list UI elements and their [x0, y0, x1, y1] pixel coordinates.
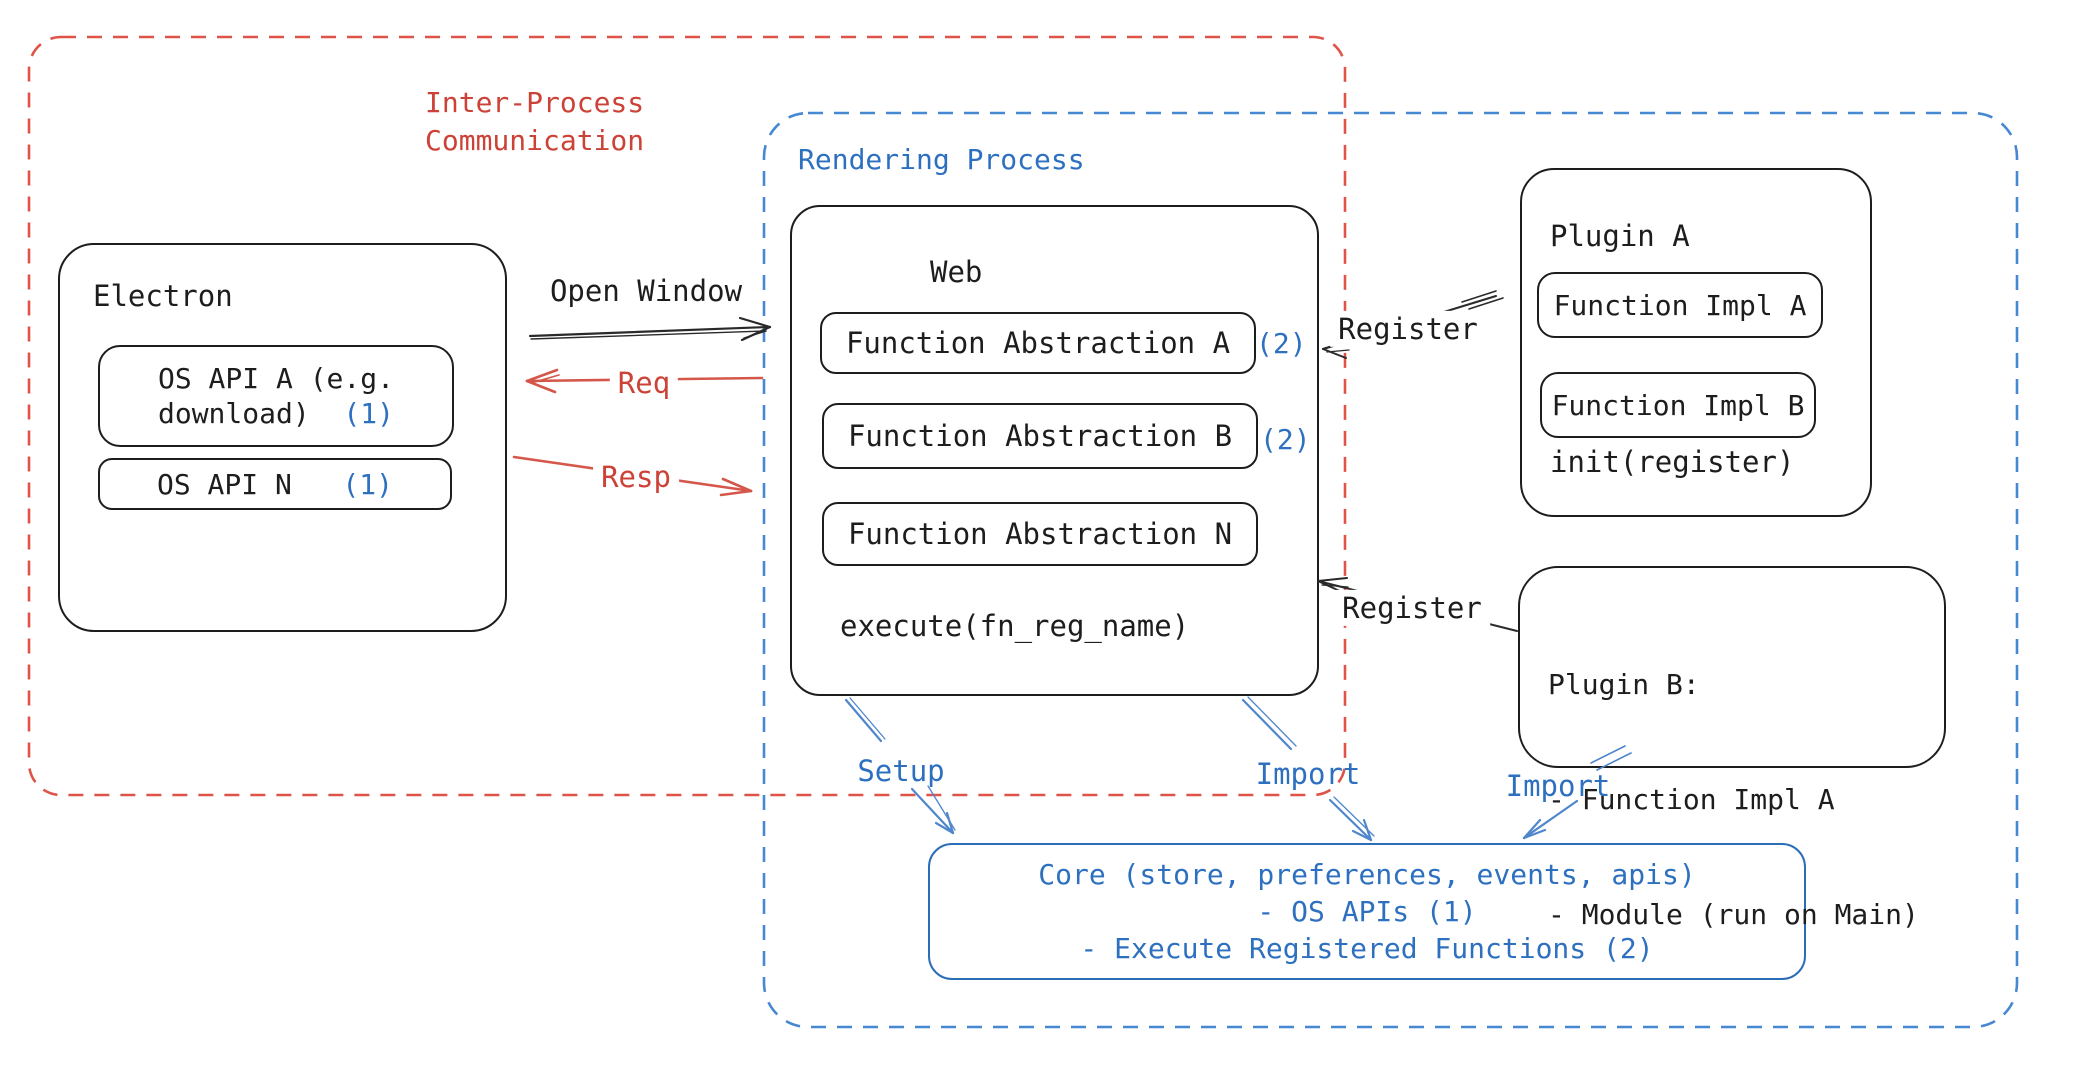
setup-label: Setup: [857, 753, 945, 788]
function-abstraction-n-box: Function Abstraction N: [822, 502, 1258, 566]
plugin-a-title: Plugin A: [1550, 219, 1690, 253]
os-api-n-label: OS API N: [156, 467, 292, 501]
import-web-label: Import: [1255, 756, 1361, 791]
open-window-label: Open Window: [549, 273, 743, 308]
core-line: - OS APIs (1): [1257, 895, 1477, 928]
os-api-a-line2: download) (1): [157, 397, 394, 430]
plugin-b-line: - Module (run on Main): [1548, 898, 1919, 931]
os-api-n-badge: (1): [342, 467, 393, 501]
function-impl-b-box: Function Impl B: [1540, 372, 1816, 438]
function-abstraction-b-box: Function Abstraction B: [822, 403, 1258, 469]
req-label: Req: [609, 364, 679, 402]
function-impl-a-box: Function Impl A: [1537, 272, 1823, 338]
os-api-a-box: OS API A (e.g. download) (1): [98, 345, 454, 447]
plugin-b-line: Plugin B:: [1548, 668, 1700, 701]
open-window-arrow: [528, 316, 772, 342]
resp-label: Resp: [593, 458, 679, 496]
function-abstraction-b-badge: (2): [1260, 423, 1311, 456]
core-box: Core (store, preferences, events, apis) …: [928, 843, 1806, 980]
init-register-label: init(register): [1550, 445, 1795, 479]
rendering-process-title: Rendering Process: [798, 143, 1085, 176]
os-api-n-box: OS API N (1): [98, 458, 452, 510]
web-title: Web: [930, 255, 983, 289]
os-api-a-badge: (1): [343, 397, 394, 430]
import-plugin-label: Import: [1505, 768, 1611, 803]
os-api-a-line1: OS API A (e.g.: [157, 362, 394, 395]
register-b-label: Register: [1334, 589, 1490, 627]
core-line: Core (store, preferences, events, apis): [1038, 858, 1696, 891]
electron-title: Electron: [93, 279, 233, 313]
function-abstraction-a-box: Function Abstraction A: [820, 312, 1256, 374]
register-a-label: Register: [1330, 310, 1486, 348]
execute-label: execute(fn_reg_name): [840, 609, 1190, 643]
function-abstraction-a-badge: (2): [1256, 327, 1307, 360]
core-line: - Execute Registered Functions (2): [1080, 932, 1654, 965]
